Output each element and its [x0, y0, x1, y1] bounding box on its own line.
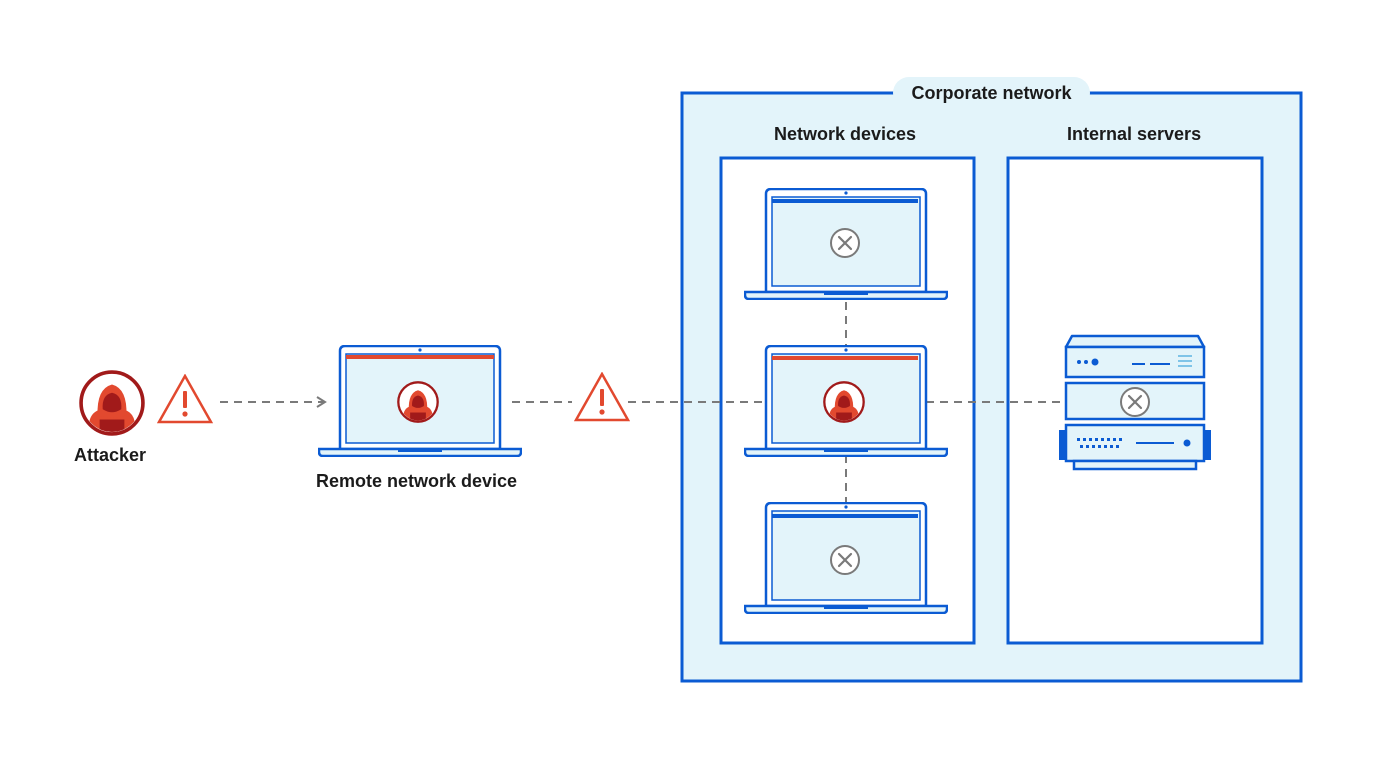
remote-laptop-icon [318, 345, 522, 457]
corporate-network-title: Corporate network [893, 77, 1090, 109]
network-laptop-compromised-icon [744, 345, 948, 457]
warning-icon [574, 372, 630, 422]
network-laptop-top-icon [744, 188, 948, 300]
blocked-icon [829, 544, 861, 576]
blocked-icon [1119, 386, 1151, 418]
network-devices-title: Network devices [774, 124, 917, 144]
blocked-icon [829, 227, 861, 259]
attacker-icon [81, 372, 143, 436]
attacker-label: Attacker [74, 445, 147, 465]
network-laptop-bottom-icon [744, 502, 948, 614]
warning-icon [157, 374, 213, 424]
internal-servers-title: Internal servers [1067, 124, 1202, 144]
remote-device-label: Remote network device [316, 471, 518, 491]
